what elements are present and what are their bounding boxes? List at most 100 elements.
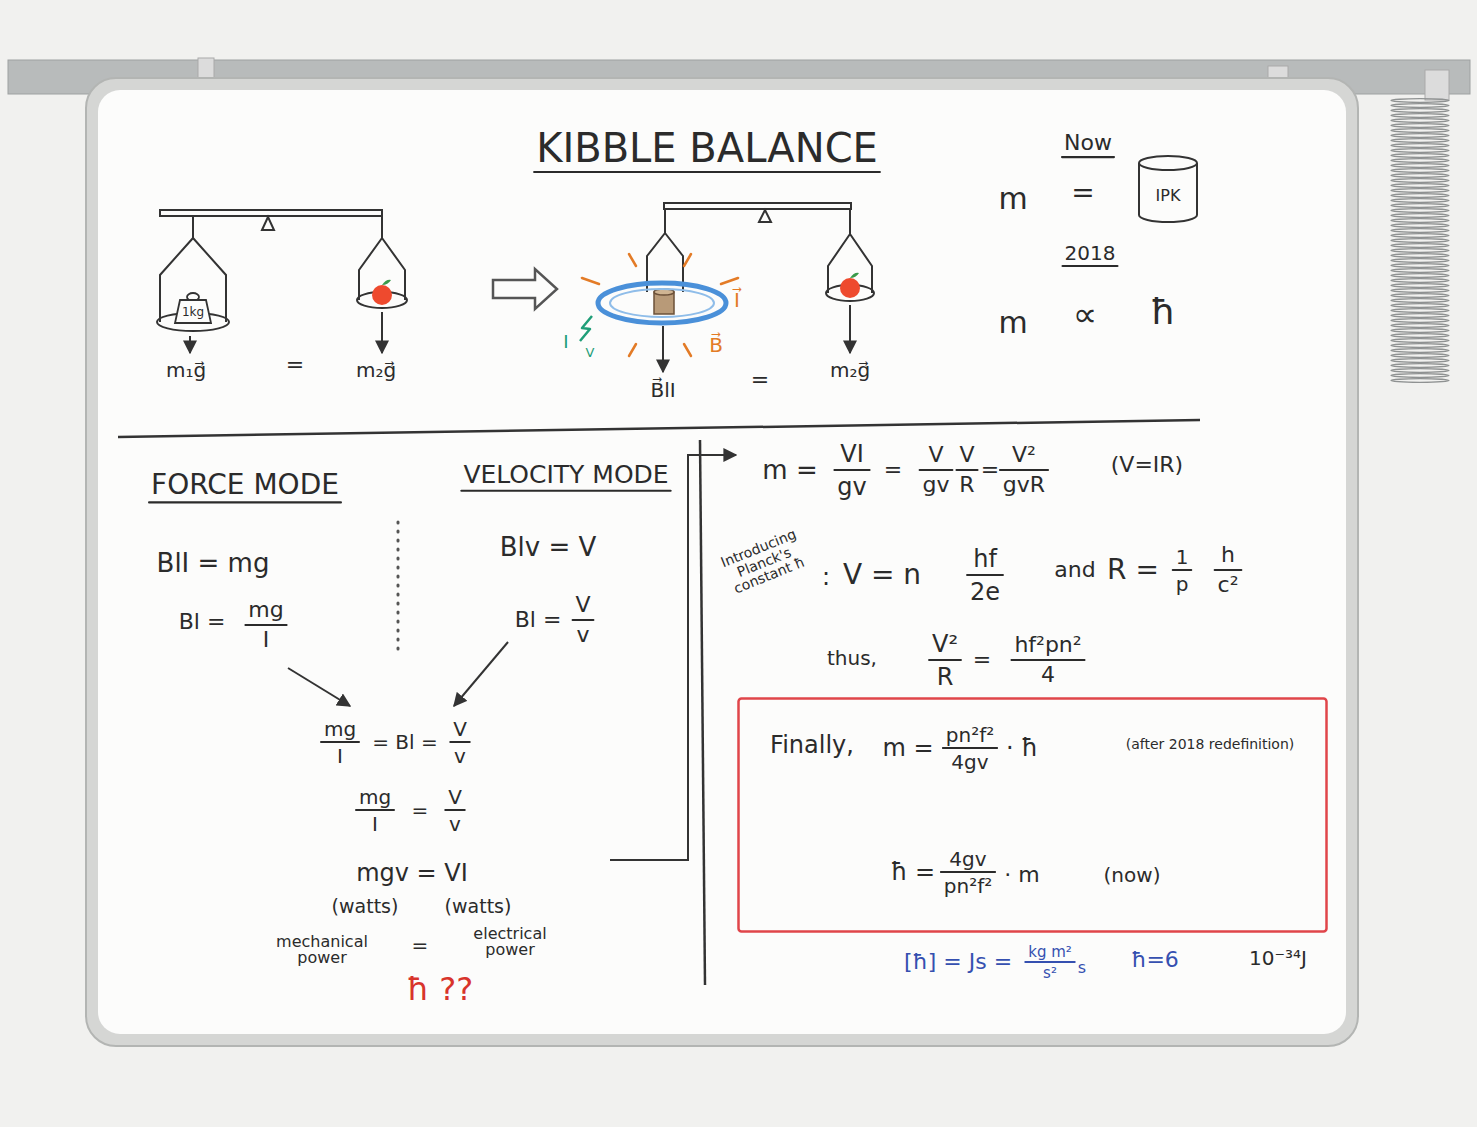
- board-frame: [86, 78, 1358, 1046]
- fraction-bar: [356, 809, 394, 811]
- box-text: pn²f²: [946, 724, 994, 746]
- fraction-bar: [321, 741, 359, 743]
- handwritten-text: kg m²: [1028, 944, 1072, 961]
- handwritten-text: I: [563, 332, 568, 352]
- handwritten-text: FORCE MODE: [151, 470, 339, 501]
- handwritten-text: B⃗lI: [650, 379, 675, 401]
- handwritten-text: =: [973, 648, 991, 672]
- cylinder-body: [1139, 163, 1197, 222]
- handwritten-text: V: [575, 593, 590, 617]
- handwritten-text: and: [1054, 558, 1095, 582]
- board-surface: [98, 90, 1346, 1034]
- fraction-bar: [929, 659, 961, 661]
- handwritten-text: VELOCITY MODE: [463, 461, 668, 489]
- handwritten-text: m₁g⃗: [166, 359, 206, 381]
- box-text: (now): [1104, 864, 1161, 886]
- handwritten-text: hf: [973, 546, 997, 572]
- handwritten-text: ħ ??: [407, 972, 473, 1007]
- handwritten-text: Blv = V: [500, 533, 597, 562]
- handwritten-text: (watts): [332, 896, 399, 917]
- handwritten-text: 2e: [970, 579, 1000, 605]
- box-text: Finally,: [770, 732, 854, 758]
- handwritten-text: ∝: [1073, 296, 1097, 333]
- underline: [461, 490, 670, 492]
- force-arrow: [189, 336, 191, 353]
- pan-hanger: [160, 216, 226, 322]
- handwritten-text: [ħ] = Js =: [904, 950, 1012, 974]
- derivation-arrow: [288, 668, 350, 706]
- node-text: IPK: [1156, 187, 1181, 205]
- cylinder-top: [1139, 156, 1197, 170]
- derivation-arrow: [454, 642, 508, 706]
- handwritten-text: V: [453, 718, 467, 740]
- field-ray: [684, 344, 691, 356]
- box-text: 4gv: [949, 848, 986, 870]
- fraction-bar: [956, 469, 977, 471]
- handwritten-text: B⃗: [709, 334, 723, 356]
- lightning-symbol: [580, 316, 592, 341]
- hollow-arrow: [493, 269, 557, 309]
- node-text: 1kg: [182, 306, 204, 319]
- box-text: m =: [882, 735, 933, 761]
- fraction-bar: [1173, 569, 1192, 571]
- apple-leaf: [850, 273, 859, 278]
- fraction-bar: [834, 469, 869, 471]
- fraction-bar: [1011, 659, 1084, 661]
- handwritten-text: m: [998, 306, 1027, 339]
- handwritten-text: hf²pn²: [1014, 633, 1081, 657]
- handwritten-text: I: [337, 745, 343, 767]
- apple: [372, 285, 392, 305]
- handwritten-text: 10⁻³⁴J: [1249, 947, 1307, 969]
- handwritten-text: R: [937, 664, 954, 690]
- apple: [840, 278, 860, 298]
- handwritten-text: 4: [1041, 663, 1055, 687]
- divider-line: [700, 440, 705, 985]
- balance-pivot: [262, 217, 274, 230]
- handwritten-text: V = n: [843, 560, 921, 591]
- weight-body: [175, 300, 211, 323]
- handwritten-text: V: [586, 346, 595, 360]
- handwritten-text: VI: [840, 441, 864, 467]
- handwritten-text: =: [286, 353, 304, 377]
- force-arrow: [381, 312, 383, 353]
- handwritten-text: =: [981, 458, 999, 482]
- handwritten-text: mgv = VI: [356, 860, 468, 886]
- handwritten-text: m₂g⃗: [830, 359, 870, 381]
- spring: [1388, 98, 1452, 383]
- field-ray: [629, 344, 636, 356]
- fraction-bar: [445, 809, 465, 811]
- box-text: · m: [1004, 863, 1039, 887]
- result-box: Finally,m =pn²f²4gv· ħ(after 2018 redefi…: [737, 697, 1328, 933]
- handwritten-text: = Bl =: [372, 731, 438, 753]
- handwritten-text: Bl =: [515, 608, 562, 632]
- handwritten-text: gv: [837, 474, 866, 500]
- force-arrow: [849, 305, 851, 353]
- rail-clip: [198, 58, 214, 78]
- handwritten-text: mg: [324, 718, 356, 740]
- underline: [1063, 265, 1118, 267]
- field-ray: [721, 278, 738, 284]
- balance-beam: [664, 203, 851, 209]
- handwritten-text: =: [751, 368, 769, 392]
- handwritten-text: Now: [1064, 131, 1112, 155]
- handwritten-text: gvR: [1003, 473, 1045, 497]
- handwritten-text: p: [1176, 573, 1189, 595]
- balance-beam: [160, 210, 382, 216]
- box-text: (after 2018 redefinition): [1126, 737, 1295, 752]
- handwritten-text: ħ: [1150, 292, 1175, 332]
- handwritten-text: electrical power: [460, 926, 560, 958]
- handwritten-text: gv: [923, 473, 950, 497]
- handwritten-text: V²: [1012, 443, 1036, 467]
- dotted-divider: [397, 522, 400, 650]
- handwritten-text: V: [448, 786, 462, 808]
- fraction-bar: [943, 747, 997, 749]
- handwritten-text: c²: [1218, 573, 1239, 597]
- handwritten-text: :: [822, 564, 830, 590]
- handwritten-text: mg: [248, 598, 283, 622]
- fraction-bar: [967, 574, 1003, 576]
- handwritten-text: v: [576, 623, 589, 647]
- apple-leaf: [382, 280, 391, 285]
- handwritten-text: mechanical power: [272, 934, 372, 966]
